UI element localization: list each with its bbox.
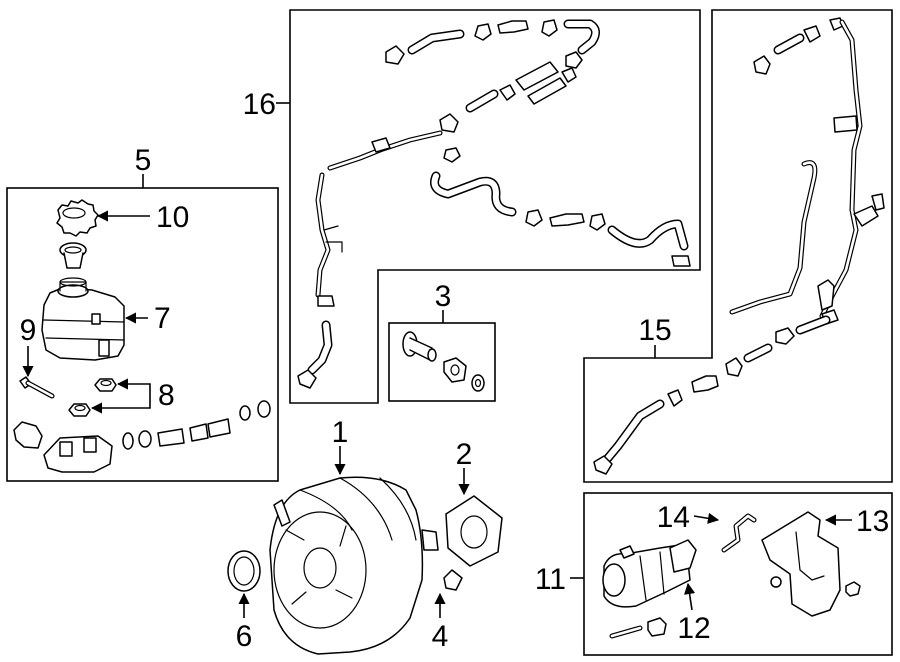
brake-fluid-reservoir[interactable] [41, 277, 125, 361]
vacuum-line-box-15 [583, 9, 893, 483]
master-cylinder-internals[interactable] [13, 400, 271, 473]
vacuum-lines-15[interactable] [593, 17, 885, 475]
callout-1: 1 [332, 416, 349, 449]
reservoir-pin[interactable] [19, 376, 55, 399]
reservoir-strainer[interactable] [59, 242, 87, 269]
callout-3: 3 [435, 280, 452, 313]
callout-10: 10 [156, 201, 189, 234]
callout-2: 2 [456, 438, 473, 471]
vacuum-pump-box-11 [570, 492, 893, 656]
check-valve-box-3 [388, 310, 496, 402]
callout-7: 7 [154, 302, 171, 335]
callout-11: 11 [535, 563, 566, 596]
reservoir-cap[interactable] [56, 199, 99, 237]
vacuum-pump-12[interactable] [602, 539, 697, 639]
callout-numbers: 5 10 7 9 8 16 3 15 1 2 6 4 11 14 13 12 [20, 88, 890, 653]
reservoir-grommets[interactable] [68, 378, 117, 417]
callout-6: 6 [236, 620, 253, 653]
leader-lines [22, 210, 852, 618]
callout-14: 14 [657, 501, 690, 534]
vacuum-hose-box-16 [276, 9, 701, 404]
callout-4: 4 [432, 620, 449, 653]
vacuum-hose-14[interactable] [721, 513, 757, 553]
pump-bracket-13[interactable] [761, 511, 861, 617]
check-valve-3[interactable] [402, 331, 485, 392]
callout-15: 15 [638, 314, 671, 347]
brake-booster[interactable] [269, 476, 439, 655]
callout-8: 8 [158, 379, 175, 412]
callout-12: 12 [677, 612, 710, 645]
callout-9: 9 [20, 314, 37, 347]
reservoir-group-box [6, 174, 279, 482]
clip-4[interactable] [443, 569, 463, 591]
callout-16: 16 [243, 88, 276, 121]
vacuum-hoses-16[interactable] [297, 19, 691, 389]
booster-gasket-2[interactable] [445, 495, 503, 567]
callout-13: 13 [856, 505, 889, 538]
seal-ring-6[interactable] [227, 550, 261, 592]
callout-5: 5 [135, 144, 152, 177]
